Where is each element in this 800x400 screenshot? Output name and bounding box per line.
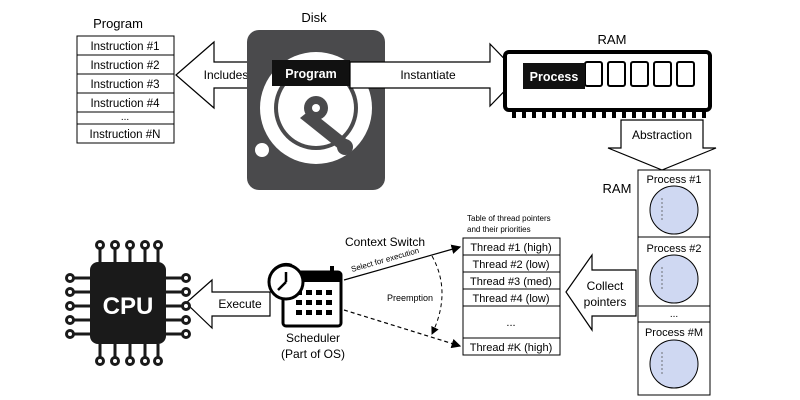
select-line — [343, 244, 462, 281]
preemption-curve — [431, 255, 443, 335]
execute-label: Execute — [218, 297, 262, 311]
cpu-chip-icon: CPU — [65, 240, 191, 366]
ram-top-title: RAM — [598, 32, 627, 47]
ram-process-label: Process — [530, 70, 579, 84]
disk-program-label: Program — [285, 67, 336, 81]
context-switch-title: Context Switch — [345, 235, 425, 249]
program-title: Program — [93, 16, 143, 31]
process-title: Process #2 — [646, 243, 701, 255]
preemption-line — [343, 309, 462, 349]
instruction-item: ... — [121, 112, 129, 123]
collect-label-1: Collect — [587, 279, 624, 293]
thread-row: Thread #3 (med) — [470, 276, 552, 288]
scheduler-icon: Scheduler (Part of OS) — [267, 263, 345, 361]
thread-row: Thread #2 (low) — [472, 259, 549, 271]
ram-stack-title: RAM — [603, 181, 632, 196]
instruction-item: Instruction #N — [90, 129, 161, 141]
thread-row: Thread #K (high) — [470, 342, 553, 354]
instruction-item: Instruction #4 — [90, 98, 160, 110]
disk-title: Disk — [301, 10, 327, 25]
process-card: Process #1 — [646, 174, 702, 235]
abstraction-arrow: Abstraction — [607, 119, 717, 171]
instruction-item: Instruction #2 — [90, 60, 159, 72]
thread-table-caption: and their priorities — [467, 225, 531, 234]
select-label: Select for execution — [350, 246, 420, 274]
thread-row: Thread #4 (low) — [472, 293, 549, 305]
instruction-item: Instruction #1 — [90, 41, 159, 53]
process-card: Process #2 — [646, 243, 702, 304]
cpu-label: CPU — [103, 293, 154, 320]
ram-module-icon: RAM Process — [503, 32, 712, 118]
abstraction-label: Abstraction — [632, 128, 692, 142]
disk-icon: Disk Program — [247, 10, 385, 190]
preemption-label: Preemption — [387, 293, 433, 303]
thread-table: Table of thread pointers and their prior… — [462, 214, 561, 356]
includes-label: Includes — [204, 68, 249, 82]
process-title: Process #M — [645, 327, 703, 339]
scheduler-label: Scheduler — [286, 331, 340, 345]
process-card: Process #M — [645, 327, 703, 389]
thread-row: ... — [506, 317, 515, 329]
scheduler-sublabel: (Part of OS) — [281, 347, 345, 361]
process-title: Process #1 — [646, 174, 701, 186]
instantiate-label: Instantiate — [400, 68, 456, 82]
thread-row: Thread #1 (high) — [470, 242, 551, 254]
ram-process-stack: RAM Process #1 Process #2 ... Process #M — [603, 169, 711, 396]
instruction-item: Instruction #3 — [90, 79, 159, 91]
program-list: Program Instruction #1 Instruction #2 In… — [76, 16, 175, 144]
collect-label-2: pointers — [584, 295, 627, 309]
process-ellipsis: ... — [670, 309, 678, 320]
collect-pointers-arrow: Collect pointers — [565, 253, 637, 332]
thread-table-caption: Table of thread pointers — [467, 214, 551, 223]
context-switch: Context Switch Select for execution Pree… — [343, 235, 462, 349]
execute-arrow: Execute — [185, 278, 271, 330]
